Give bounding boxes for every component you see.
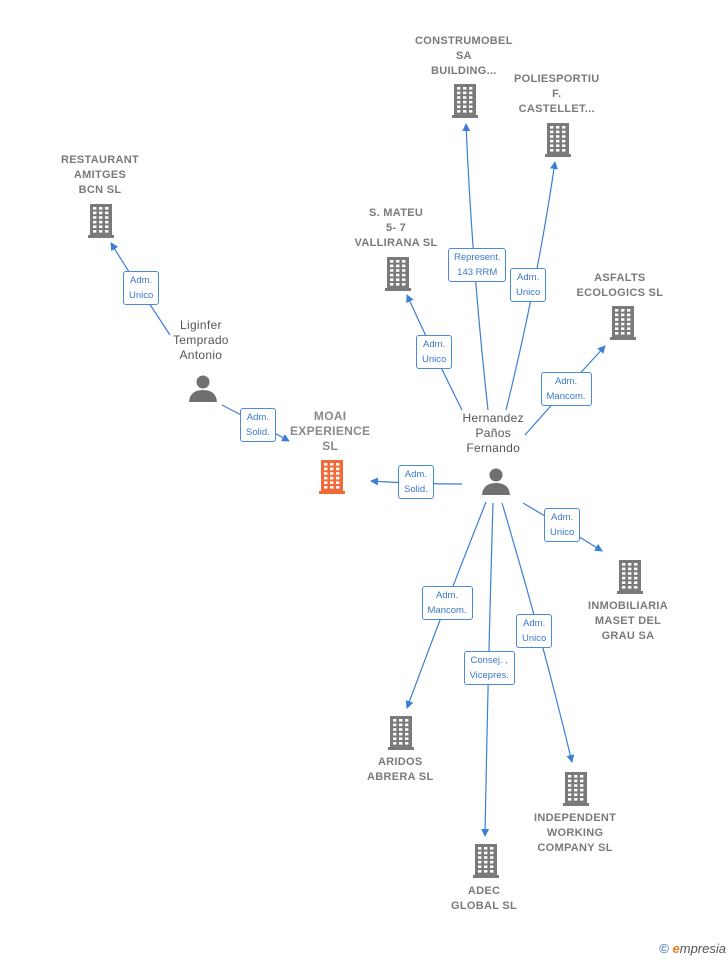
building-icon-adec[interactable] bbox=[473, 844, 499, 878]
copyright-symbol: © bbox=[659, 941, 669, 956]
person-icon-hernandez[interactable] bbox=[482, 468, 510, 496]
node-label-independent[interactable]: INDEPENDENT WORKING COMPANY SL bbox=[534, 812, 617, 854]
edge-label-hernandez-to-construmobel: Represent. 143 RRM bbox=[448, 248, 507, 282]
edge-label-hernandez-to-independent: Adm. Unico bbox=[516, 614, 553, 648]
edge-label-hernandez-to-moai: Adm. Solid. bbox=[398, 465, 434, 499]
person-icon-liginfer[interactable] bbox=[189, 375, 217, 403]
node-label-moai[interactable]: MOAI EXPERIENCE SL bbox=[290, 409, 371, 453]
edge-label-hernandez-to-asfalts: Adm. Mancom. bbox=[540, 372, 592, 406]
node-label-aridos[interactable]: ARIDOS ABRERA SL bbox=[367, 756, 434, 783]
edge-label-hernandez-to-inmobiliaria: Adm. Unico bbox=[544, 508, 581, 542]
node-label-asfalts[interactable]: ASFALTS ECOLOGICS SL bbox=[576, 272, 664, 299]
edge-label-hernandez-to-poliesportiu: Adm. Unico bbox=[510, 268, 547, 302]
node-label-smateu[interactable]: S. MATEU 5- 7 VALLIRANA SL bbox=[354, 207, 438, 249]
node-label-adec[interactable]: ADEC GLOBAL SL bbox=[451, 885, 518, 912]
edge-label-liginfer-to-moai: Adm. Solid. bbox=[240, 408, 276, 442]
node-label-construmobel[interactable]: CONSTRUMOBEL SA BUILDING... bbox=[415, 35, 513, 77]
building-icon-aridos[interactable] bbox=[388, 716, 414, 750]
brand-name: empresia bbox=[672, 941, 726, 956]
node-label-poliesportiu[interactable]: POLIESPORTIU F. CASTELLET... bbox=[514, 73, 600, 115]
building-icon-asfalts[interactable] bbox=[610, 306, 636, 340]
building-icon-smateu[interactable] bbox=[385, 257, 411, 291]
edge-label-hernandez-to-adec: Consej. , Vicepres. bbox=[463, 651, 515, 685]
building-icon-restaurant[interactable] bbox=[88, 204, 114, 238]
building-icon-construmobel[interactable] bbox=[452, 84, 478, 118]
edge-label-hernandez-to-aridos: Adm. Mancom. bbox=[421, 586, 473, 620]
node-label-liginfer[interactable]: Liginfer Temprado Antonio bbox=[173, 318, 229, 362]
edge-label-liginfer-to-restaurant: Adm. Unico bbox=[123, 271, 160, 305]
building-icon-poliesportiu[interactable] bbox=[545, 123, 571, 157]
building-icon-moai[interactable] bbox=[319, 460, 345, 494]
building-icon-independent[interactable] bbox=[563, 772, 589, 806]
empresia-logo: © empresia bbox=[659, 941, 726, 956]
building-icon-inmobiliaria[interactable] bbox=[617, 560, 643, 594]
edge-label-hernandez-to-smateu: Adm. Unico bbox=[416, 335, 453, 369]
node-label-inmobiliaria[interactable]: INMOBILIARIA MASET DEL GRAU SA bbox=[588, 600, 668, 642]
node-label-restaurant[interactable]: RESTAURANT AMITGES BCN SL bbox=[61, 154, 139, 196]
node-label-hernandez[interactable]: Hernandez Paños Fernando bbox=[462, 411, 524, 455]
